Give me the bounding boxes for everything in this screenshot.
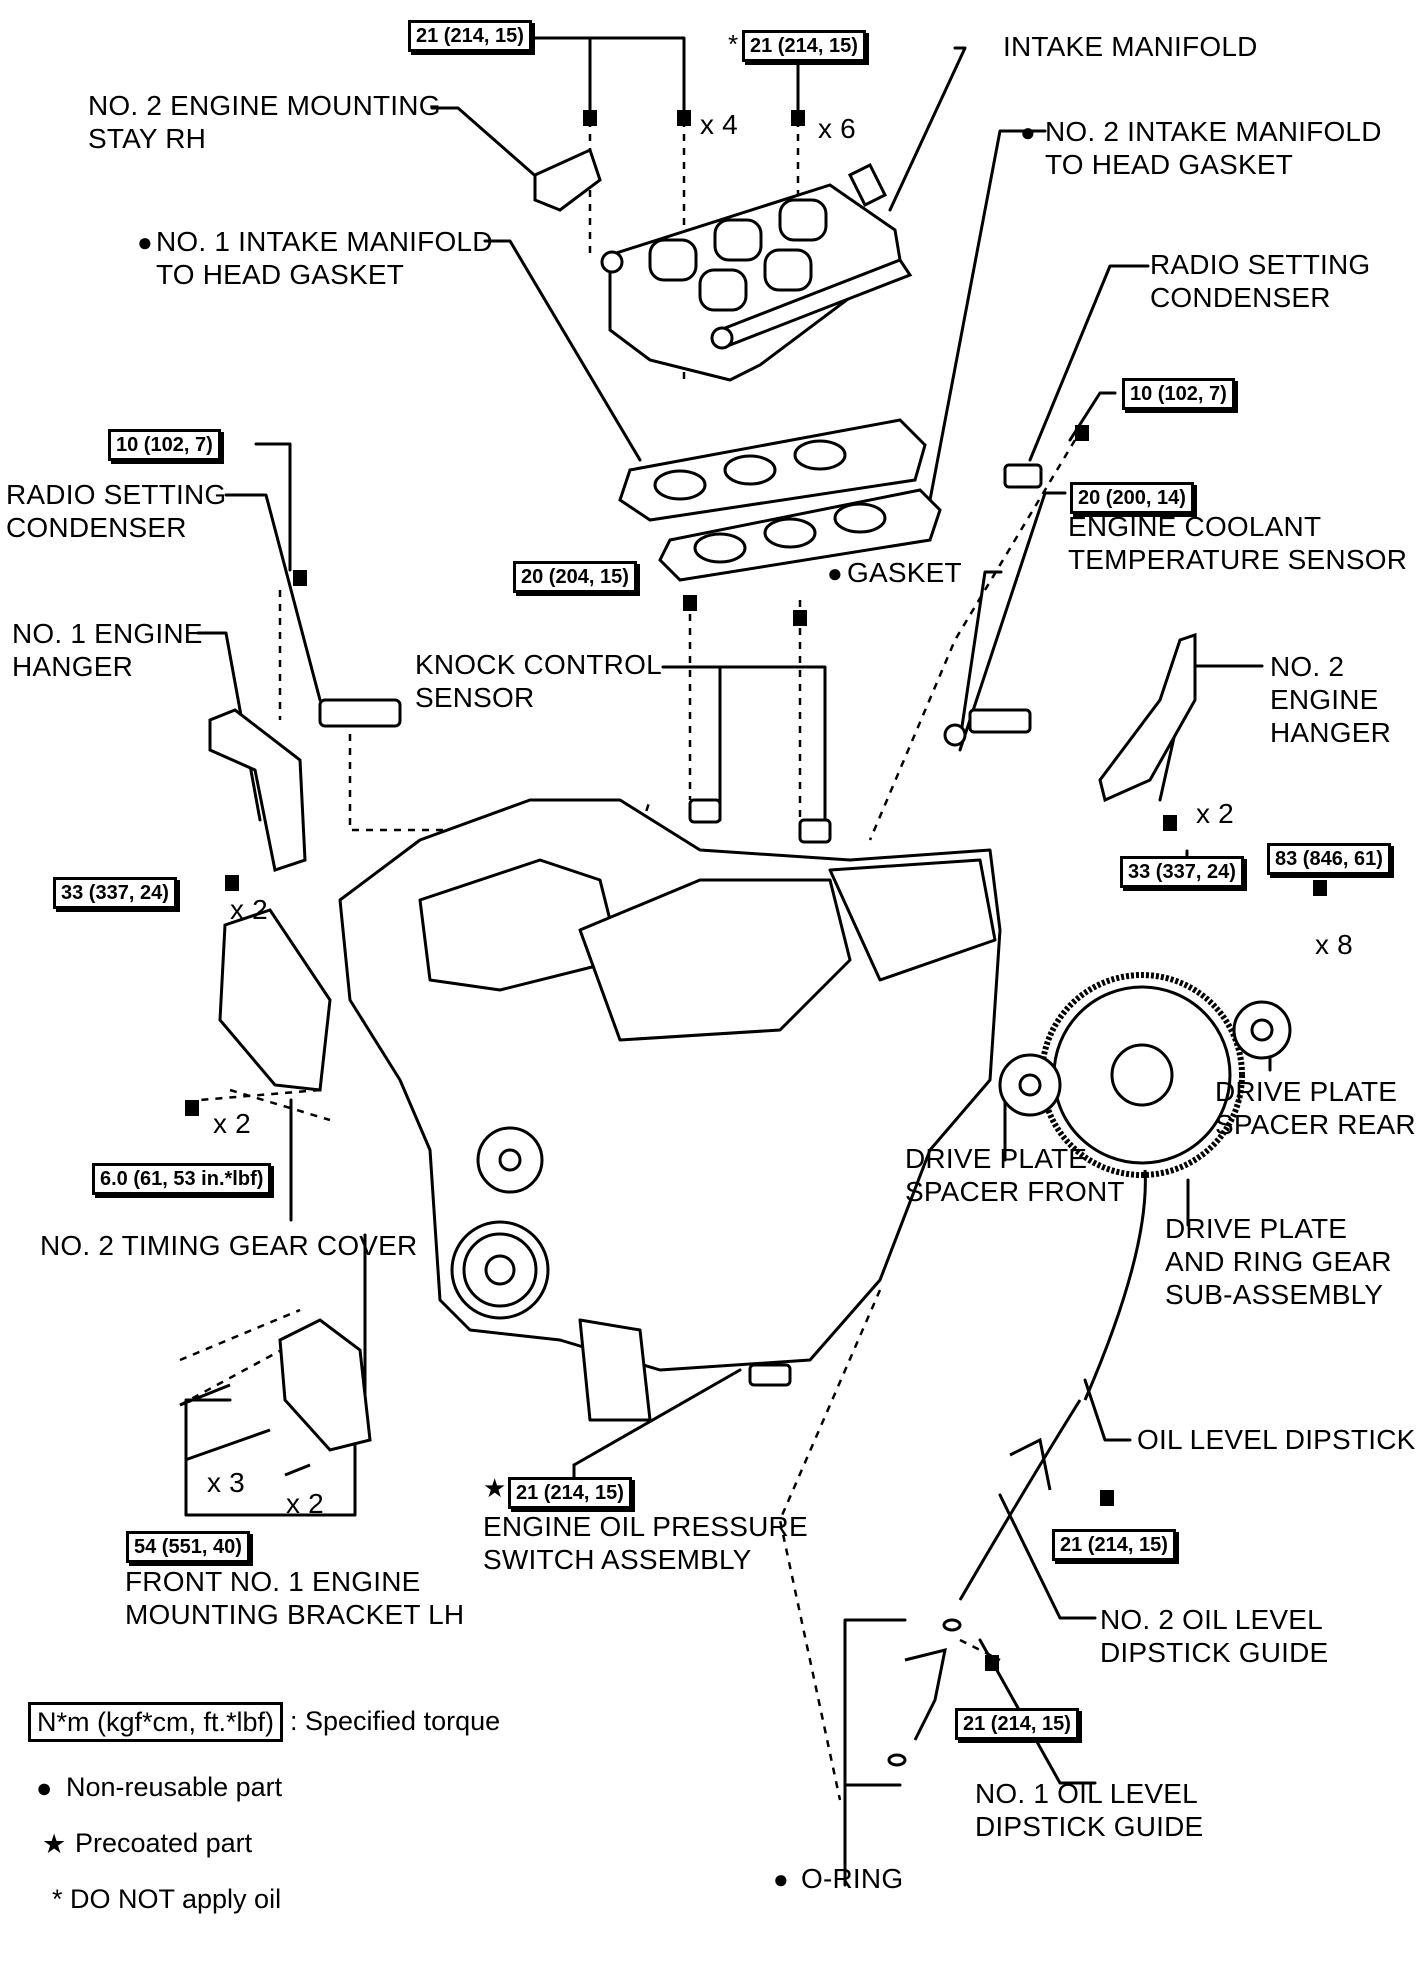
nonreusable-marker: ● [773,1864,789,1894]
label-no1-intake-gasket: NO. 1 INTAKE MANIFOLD TO HEAD GASKET [156,226,493,290]
qty-label: x 6 [818,113,856,144]
label-o-ring: O-RING [801,1863,904,1894]
torque-spec: 20 (204, 15) [513,561,637,593]
torque-spec: 21 (214, 15) [742,30,866,62]
no-oil-marker: * [728,29,739,59]
legend-precoated-marker: ★ [42,1829,67,1859]
qty-label: x 2 [213,1108,251,1139]
label-knock-sensor: KNOCK CONTROL SENSOR [415,649,662,713]
torque-spec: 83 (846, 61) [1267,843,1391,875]
label-oil-level-dipstick: OIL LEVEL DIPSTICK [1137,1424,1416,1455]
label-radio-condenser-left: RADIO SETTING CONDENSER [6,479,227,543]
qty-label: x 2 [1196,798,1234,829]
qty-label: x 2 [230,894,268,925]
legend-nonreusable-text: Non-reusable part [66,1772,283,1802]
legend-no-oil-text: DO NOT apply oil [70,1884,282,1914]
label-no1-dipstick-guide: NO. 1 OIL LEVEL DIPSTICK GUIDE [975,1778,1204,1842]
torque-spec: 21 (214, 15) [955,1708,1079,1740]
label-no2-mount-stay: NO. 2 ENGINE MOUNTING STAY RH [88,90,441,154]
label-no2-hanger: NO. 2 ENGINE HANGER [1270,651,1391,748]
legend-nonreusable-marker: ● [36,1773,53,1803]
torque-spec: 20 (200, 14) [1070,482,1194,514]
nonreusable-marker: ● [827,558,843,588]
torque-spec: 21 (214, 15) [1052,1529,1176,1561]
legend-no-oil-marker: * [52,1884,63,1914]
label-no1-hanger: NO. 1 ENGINE HANGER [12,618,203,682]
torque-spec: 10 (102, 7) [1122,378,1235,410]
label-front-bracket: FRONT NO. 1 ENGINE MOUNTING BRACKET LH [125,1566,465,1630]
label-coolant-sensor: ENGINE COOLANT TEMPERATURE SENSOR [1068,511,1408,575]
label-no2-timing-cover: NO. 2 TIMING GEAR COVER [40,1230,418,1261]
qty-label: x 8 [1315,929,1353,960]
torque-spec: 33 (337, 24) [1120,856,1244,888]
torque-spec: 21 (214, 15) [408,20,532,52]
torque-spec: 10 (102, 7) [108,429,221,461]
label-no2-intake-gasket: NO. 2 INTAKE MANIFOLD TO HEAD GASKET [1045,116,1382,180]
label-drive-plate-spacer-front: DRIVE PLATE SPACER FRONT [905,1143,1125,1207]
qty-label: x 4 [700,109,738,140]
qty-label: x 2 [286,1488,324,1519]
label-drive-plate-spacer-rear: DRIVE PLATE SPACER REAR [1215,1076,1416,1140]
precoated-marker: ★ [483,1473,507,1503]
nonreusable-marker: ● [137,227,153,257]
torque-spec: 21 (214, 15) [508,1477,632,1509]
qty-label: x 3 [207,1467,245,1498]
label-drive-plate-ring: DRIVE PLATE AND RING GEAR SUB-ASSEMBLY [1165,1213,1392,1310]
torque-spec: 6.0 (61, 53 in.*lbf) [92,1163,272,1195]
label-gasket: GASKET [847,557,962,588]
label-radio-condenser-right: RADIO SETTING CONDENSER [1150,249,1371,313]
label-oil-pressure-switch: ENGINE OIL PRESSURE SWITCH ASSEMBLY [483,1511,808,1575]
nonreusable-marker: ● [1020,117,1036,147]
label-intake-manifold: INTAKE MANIFOLD [1003,31,1258,62]
legend-torque-box: N*m (kgf*cm, ft.*lbf) [28,1702,284,1742]
torque-spec: 54 (551, 40) [126,1531,250,1563]
legend-torque-text: : Specified torque [290,1706,501,1736]
label-no2-dipstick-guide: NO. 2 OIL LEVEL DIPSTICK GUIDE [1100,1604,1329,1668]
torque-spec: 33 (337, 24) [53,877,177,909]
legend-precoated-text: Precoated part [75,1828,253,1858]
